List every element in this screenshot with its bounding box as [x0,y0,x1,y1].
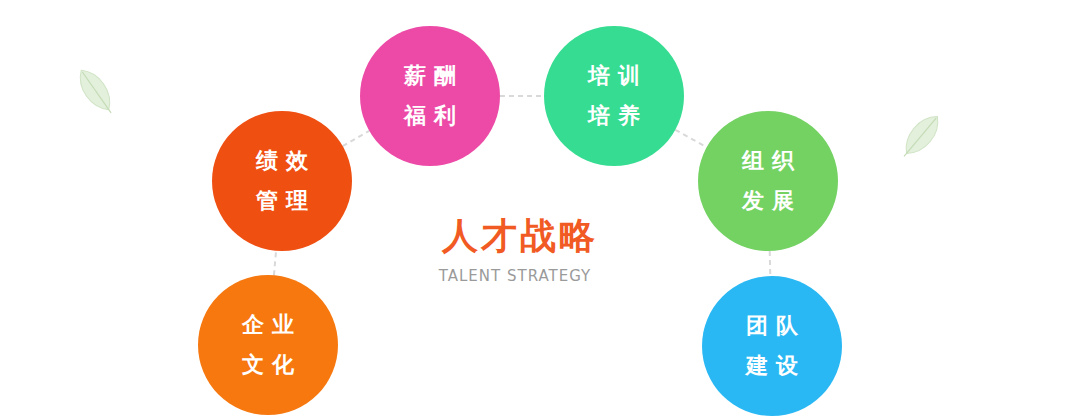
circle-shape [702,276,842,416]
dashed-connector [769,251,772,276]
node-label: 企业 文化 [231,305,305,385]
circle-node: 企业 文化 [198,275,338,415]
dashed-connector [343,131,370,146]
circle-fill [702,276,842,416]
circle-node: 薪酬 福利 [360,26,500,166]
dashed-connector [675,130,706,147]
node-label: 培训 培养 [577,56,651,136]
circle-shape [212,111,352,251]
dashed-connector [274,251,276,276]
circle-shape [698,111,838,251]
circle-node: 组织 发展 [698,111,838,251]
circle-node: 培训 培养 [544,26,684,166]
circle-fill [360,26,500,166]
circle-node: 绩效 管理 [212,111,352,251]
circle-shape [544,26,684,166]
dashed-connector [500,95,544,97]
node-label: 组织 发展 [731,141,805,221]
node-label: 绩效 管理 [245,141,319,221]
circle-fill [198,275,338,415]
leaf [73,64,120,119]
leaf [896,110,946,163]
node-label: 薪酬 福利 [393,56,467,136]
circle-fill [698,111,838,251]
subtitle-label: TALENT STRATEGY [439,267,592,285]
circle-fill [544,26,684,166]
circle-shape [198,275,338,415]
circle-shape [360,26,500,166]
node-label: 团队 建设 [735,306,809,386]
diagram-title: 人才战略 [442,212,598,261]
circle-node: 团队 建设 [702,276,842,416]
circle-fill [212,111,352,251]
